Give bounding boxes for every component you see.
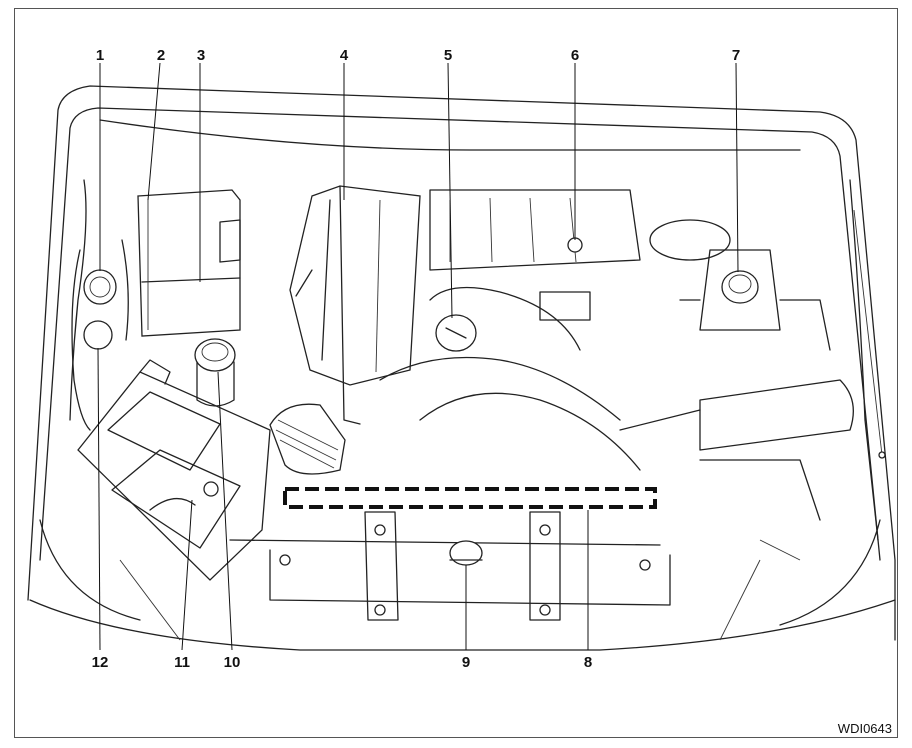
brake-fluid-reservoir-drawing — [649, 219, 831, 351]
callout-12: 12 — [92, 654, 109, 671]
fuse-box-drawing — [137, 189, 241, 337]
callout-7: 7 — [732, 47, 740, 64]
callout-10: 10 — [224, 654, 241, 671]
leader-lines — [97, 62, 739, 651]
figure-code: WDI0643 — [838, 721, 892, 736]
right-side-components-drawing — [619, 379, 854, 561]
vehicle-body-outline — [27, 85, 896, 651]
air-cleaner-drawing — [289, 185, 421, 425]
callout-5: 5 — [444, 47, 452, 64]
callout-8: 8 — [584, 654, 592, 671]
power-steering-reservoir-drawing — [194, 338, 236, 407]
callout-3: 3 — [197, 47, 205, 64]
callout-2: 2 — [157, 47, 165, 64]
callout-6: 6 — [571, 47, 579, 64]
radiator-support-drawing — [229, 511, 671, 621]
callout-11: 11 — [174, 654, 190, 671]
intake-manifold-drawing — [429, 189, 641, 321]
radiator-cap-drawing — [449, 540, 483, 566]
dashed-outline-highlight — [283, 487, 657, 509]
callout-1: 1 — [96, 47, 104, 64]
air-duct-drawing — [269, 356, 621, 475]
callout-9: 9 — [462, 654, 470, 671]
washer-reservoir-drawing — [71, 239, 129, 431]
battery-drawing — [77, 359, 271, 581]
oil-filler-cap-drawing — [419, 286, 641, 471]
callout-4: 4 — [340, 47, 349, 64]
